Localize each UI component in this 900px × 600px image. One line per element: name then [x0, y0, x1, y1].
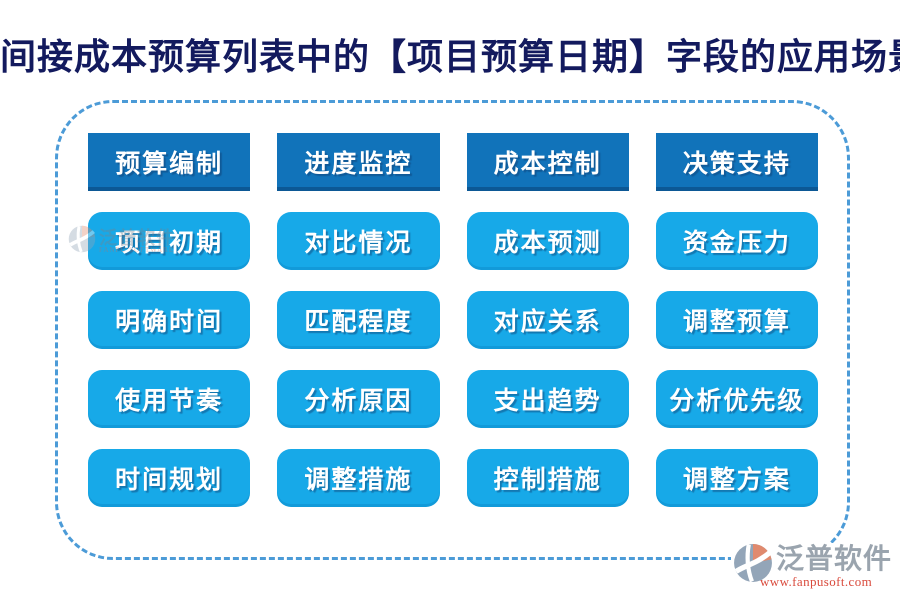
page-title: 间接成本预算列表中的【项目预算日期】字段的应用场景	[0, 37, 900, 77]
column-header-cost-control: 成本控制	[466, 133, 629, 191]
scenario-item: 对比情况	[277, 212, 440, 270]
column-progress-monitoring: 进度监控 对比情况 匹配程度 分析原因 调整措施	[277, 133, 440, 507]
scenario-item: 调整方案	[655, 449, 818, 507]
scenario-item: 对应关系	[466, 291, 629, 349]
scenario-item: 项目初期	[88, 212, 251, 270]
column-header-progress-monitoring: 进度监控	[277, 133, 440, 191]
fanpu-logo-icon	[733, 543, 773, 588]
column-decision-support: 决策支持 资金压力 调整预算 分析优先级 调整方案	[655, 133, 818, 507]
scenario-item: 匹配程度	[277, 291, 440, 349]
column-header-decision-support: 决策支持	[655, 133, 818, 191]
scenario-item: 资金压力	[655, 212, 818, 270]
scenario-item: 分析优先级	[655, 370, 818, 428]
scenario-item: 明确时间	[88, 291, 251, 349]
column-cost-control: 成本控制 成本预测 对应关系 支出趋势 控制措施	[466, 133, 629, 507]
column-header-budget-compilation: 预算编制	[88, 133, 251, 191]
scenario-item: 支出趋势	[466, 370, 629, 428]
scenario-item: 控制措施	[466, 449, 629, 507]
logo-name: 泛普软件	[776, 544, 893, 575]
scenario-item: 分析原因	[277, 370, 440, 428]
logo-url: www.fanpusoft.com	[760, 574, 873, 589]
scenario-grid: 预算编制 项目初期 明确时间 使用节奏 时间规划 进度监控 对比情况 匹配程度 …	[88, 133, 818, 507]
fanpu-logo: 泛普软件 www.fanpusoft.com	[731, 543, 897, 599]
dashed-container	[55, 100, 850, 560]
scenario-item: 调整预算	[655, 291, 818, 349]
column-budget-compilation: 预算编制 项目初期 明确时间 使用节奏 时间规划	[88, 133, 251, 507]
scenario-item: 调整措施	[277, 449, 440, 507]
scenario-item: 使用节奏	[88, 370, 251, 428]
scenario-item: 成本预测	[466, 212, 629, 270]
scenario-item: 时间规划	[88, 449, 251, 507]
